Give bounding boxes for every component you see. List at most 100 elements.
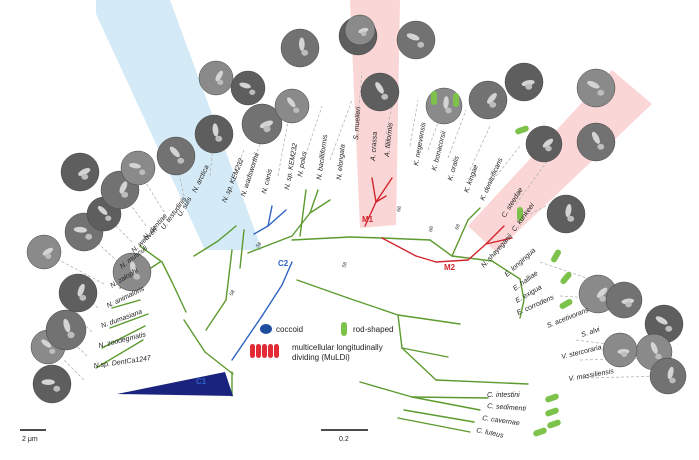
taxon-label: A. crassa [370, 131, 379, 162]
taxon-label: N. canis [261, 168, 274, 195]
tree-branch [109, 313, 149, 329]
multicellular-icon [250, 344, 279, 358]
micrograph [546, 194, 586, 234]
tree-branch [411, 396, 489, 399]
tree-branch [101, 325, 146, 349]
micrograph-connector [357, 71, 363, 119]
tree-branch [519, 299, 525, 319]
rod-shaped-icon [560, 271, 572, 285]
micrograph [58, 273, 98, 313]
taxon-label: N. dumasiana [100, 308, 143, 329]
micrograph [525, 125, 563, 163]
taxon-label: N. polus [297, 150, 308, 177]
muldi-clade-m2-shade [468, 70, 652, 252]
clade-label: C1 [196, 377, 207, 386]
taxon-label: N. bacilliformis [316, 134, 329, 181]
tree-branch [171, 281, 187, 313]
tree-branch [261, 284, 283, 317]
tree-branch [381, 237, 431, 241]
tree-branch [435, 259, 469, 263]
taxon-label: S. muelleri [353, 106, 362, 140]
tree-branch [139, 245, 163, 263]
taxon-label: K. kingae [463, 164, 480, 194]
tree-branch [401, 347, 449, 358]
tree-branch [411, 396, 481, 411]
micrograph [60, 152, 100, 192]
tree-branch [451, 219, 469, 257]
tree-branch [309, 199, 331, 214]
node-support-label: 58 [255, 241, 263, 249]
rod-shaped-icon [515, 125, 529, 135]
tree-branch [397, 417, 471, 433]
tree-branch [485, 237, 513, 245]
clade-label: C2 [278, 259, 289, 268]
taxon-label: K. oralis [447, 155, 461, 182]
tree-branch [349, 236, 383, 239]
micrograph [274, 88, 310, 124]
taxon-label: V. stercoraria [561, 344, 603, 361]
coccoid-clade-shade [96, 0, 262, 250]
taxon-label: N. sp. KEM232 [284, 143, 299, 191]
micrograph-connector [427, 105, 445, 151]
tree-branch [375, 195, 387, 203]
micrograph-connector [469, 125, 491, 171]
coccoid-icon [260, 324, 272, 334]
micrograph [605, 281, 643, 319]
tree-branch [375, 177, 393, 203]
scale-bars: 2 μm 0.2 [20, 429, 368, 443]
micrograph [396, 20, 436, 60]
tree-branch [267, 209, 287, 227]
tree-branch [239, 229, 245, 269]
micrograph [344, 14, 376, 46]
micrograph [32, 364, 72, 404]
micrograph [112, 252, 152, 292]
taxon-label: N. elongata [336, 144, 347, 180]
micrograph-scale-label: 2 μm [22, 436, 38, 443]
taxon-label: C. sedimenti [487, 403, 527, 413]
rod-shaped-icon [341, 322, 347, 336]
micrograph [576, 68, 616, 108]
taxon-label: C. cavernae [482, 415, 520, 427]
rod-shaped-icon [533, 427, 547, 437]
micrograph-connector [209, 135, 215, 177]
node-support-label: 58 [229, 289, 237, 297]
micrograph [576, 122, 616, 162]
rod-shaped-icon [547, 419, 561, 429]
tree-branch [371, 177, 377, 203]
micrograph-connector [579, 357, 649, 361]
tree-branch [253, 225, 269, 235]
clade-label: M2 [444, 263, 456, 272]
clade-label: M1 [362, 215, 374, 224]
tree-branch [485, 225, 505, 245]
node-support-label: 68 [428, 226, 435, 233]
tree-branch [267, 205, 273, 227]
legend-muldi-label: multicellular longitudinally [292, 343, 383, 352]
tree-branch [231, 315, 263, 361]
rod-shaped-icon [517, 207, 523, 221]
tree-branch [299, 189, 307, 237]
legend-muldi-label-2: dividing (MuLDi) [292, 353, 350, 362]
taxon-label: N.sp. DentCa1247 [93, 355, 152, 370]
taxon-label: N. wadsworthii [240, 152, 261, 198]
micrograph [198, 60, 234, 96]
tree-branch [381, 237, 417, 257]
micrograph [45, 309, 87, 351]
micrograph [120, 150, 156, 186]
micrograph [644, 304, 684, 344]
tree-scale-label: 0.2 [339, 436, 349, 443]
tree-branch [161, 261, 173, 283]
tree-branch [401, 347, 437, 381]
tree-branch [247, 235, 293, 254]
micrograph-connector [83, 229, 119, 263]
rod-shaped-icon [431, 91, 437, 105]
micrograph-connector [515, 159, 549, 205]
rod-shaped-icon [551, 249, 561, 263]
tree-branch [359, 381, 413, 398]
node-support-label: 58 [341, 261, 349, 268]
legend-rod-label: rod-shaped [353, 325, 393, 334]
node-support-label: 68 [396, 206, 403, 213]
tree-branch [217, 225, 237, 242]
tree-branch [347, 297, 399, 316]
taxon-label: V. massiliensis [568, 368, 615, 383]
tree-branch [403, 409, 475, 423]
